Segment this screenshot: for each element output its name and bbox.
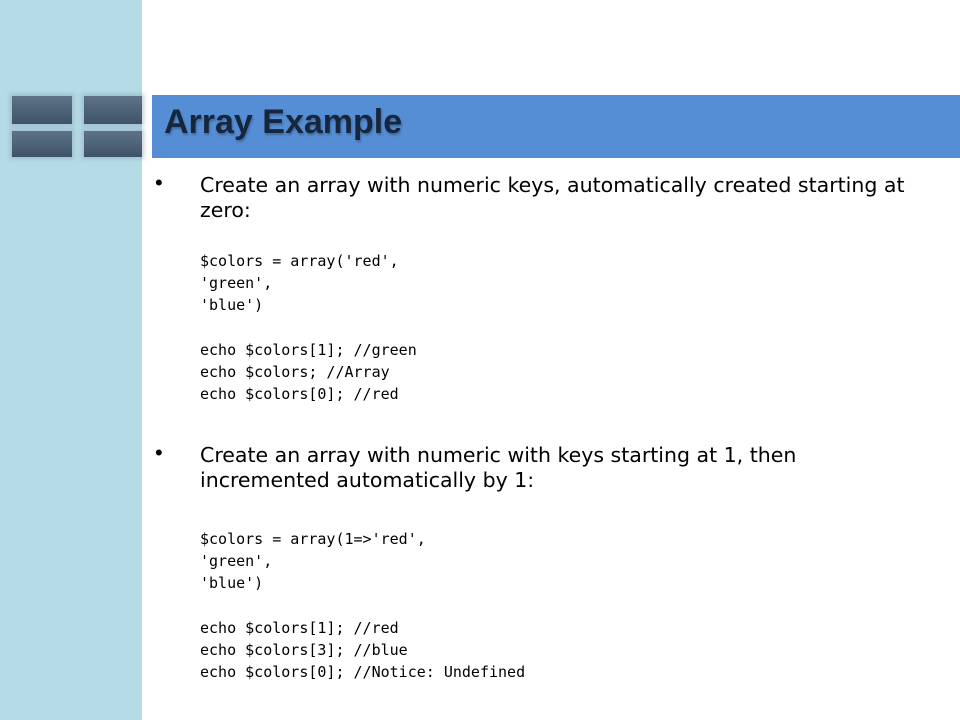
decorative-tile-top-right [84, 96, 142, 124]
code-line: 'blue') [200, 296, 264, 314]
code-line: 'green', [200, 552, 273, 570]
code-line: echo $colors[3]; //blue [200, 641, 408, 659]
title-bar [152, 95, 960, 158]
code-line: echo $colors[0]; //Notice: Undefined [200, 663, 526, 681]
code-line: echo $colors; //Array [200, 363, 390, 381]
code-line: 'blue') [200, 574, 264, 592]
code-line: echo $colors[1]; //red [200, 619, 399, 637]
code-line: 'green', [200, 274, 273, 292]
bullet-text: Create an array with numeric keys, autom… [200, 173, 905, 222]
code-line: echo $colors[1]; //green [200, 341, 417, 359]
code-line: echo $colors[0]; //red [200, 385, 399, 403]
code-line: $colors = array('red', [200, 252, 399, 270]
decorative-tile-top-left [12, 96, 72, 124]
bullet-marker: • [155, 440, 163, 465]
bullet-text: Create an array with numeric with keys s… [200, 443, 797, 492]
decorative-tile-bottom-right [84, 131, 142, 157]
decorative-tile-bottom-left [12, 131, 72, 157]
slide-title: Array Example [164, 103, 403, 141]
code-line: $colors = array(1=>'red', [200, 530, 426, 548]
bullet-marker: • [155, 170, 163, 195]
